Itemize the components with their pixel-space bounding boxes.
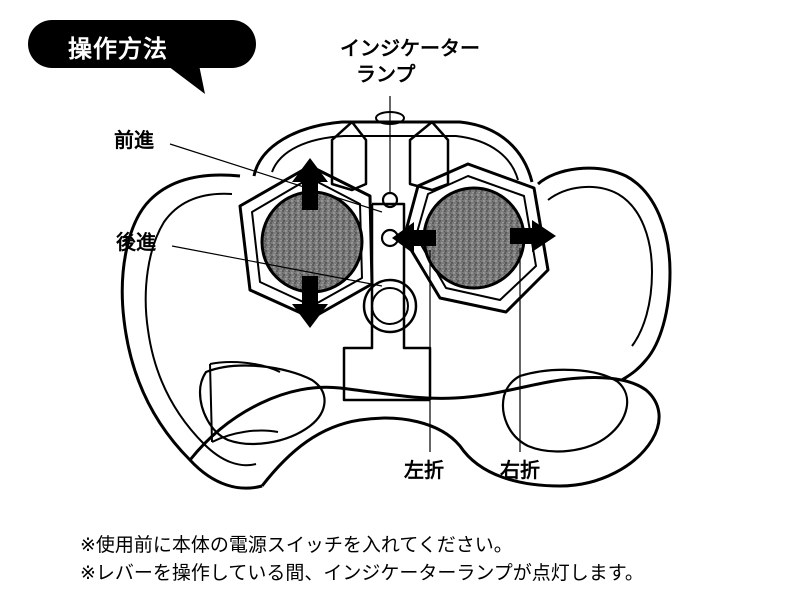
leader-backward: [171, 245, 383, 287]
left-grip-inner: [144, 192, 257, 467]
top-ridge-left: [330, 120, 368, 192]
label-indicator-line2: ランプ: [356, 62, 416, 86]
right-pod-inner: [415, 175, 537, 301]
top-ridge-right: [408, 120, 450, 192]
power-button-inner: [371, 287, 409, 325]
controller-body: [120, 111, 672, 490]
right-pod: [402, 162, 550, 314]
leader-forward: [169, 143, 383, 213]
label-left-turn: 左折: [404, 458, 444, 482]
label-backward: 後進: [116, 230, 156, 254]
right-grip: [537, 166, 672, 382]
label-indicator-line1: インジケーター: [340, 36, 480, 60]
label-forward: 前進: [114, 128, 154, 152]
lower-right-pad: [502, 368, 629, 453]
left-grip-detail: [209, 361, 281, 443]
label-right-turn: 右折: [500, 458, 540, 482]
arrow-left: [392, 222, 436, 254]
arrow-backward: [292, 276, 328, 328]
right-grip-inner: [547, 185, 653, 347]
head-inner: [271, 135, 519, 181]
right-joystick: [422, 186, 526, 290]
page-title: 操作方法: [68, 35, 168, 63]
arrow-right: [510, 220, 556, 252]
lower-left-pad: [198, 364, 326, 446]
lower-body-outer: [188, 376, 661, 488]
title-bubble: [28, 20, 256, 68]
leader-lines: [169, 96, 521, 452]
note-indicator-lamp: ※レバーを操作している間、インジケーターランプが点灯します。: [80, 562, 644, 584]
title-bubble-tail: [160, 60, 205, 94]
power-button: [362, 278, 418, 334]
arrow-forward: [292, 158, 328, 210]
note-power-switch: ※使用前に本体の電源スイッチを入れてください。: [80, 534, 513, 556]
left-grip: [120, 173, 263, 490]
